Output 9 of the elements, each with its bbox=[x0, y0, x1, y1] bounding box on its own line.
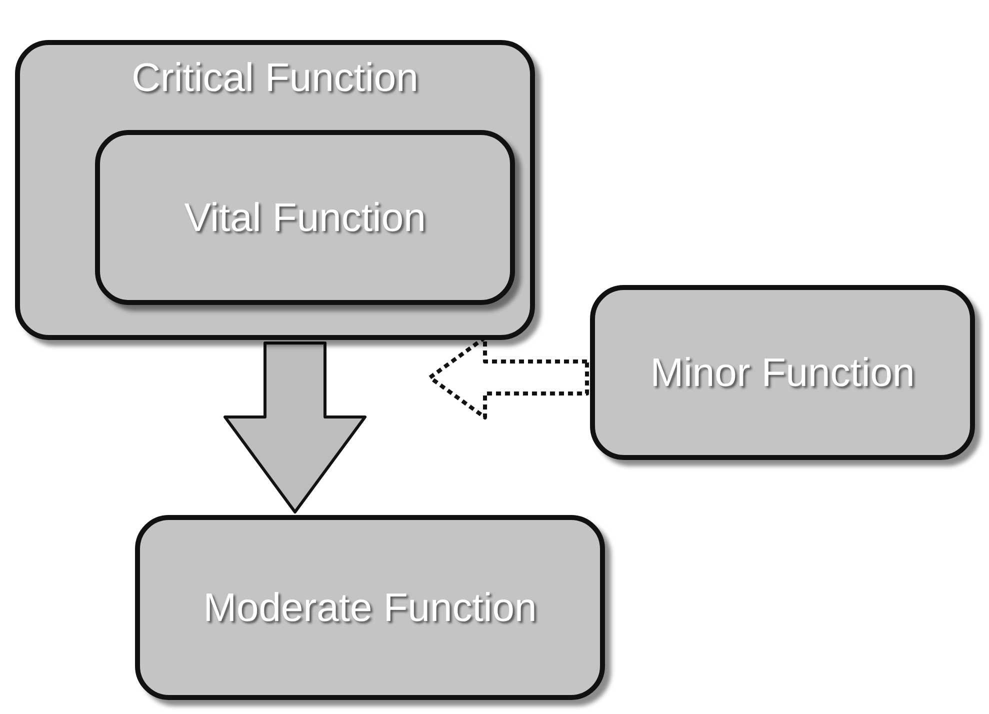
container-box bbox=[15, 40, 535, 340]
node-label: Vital Function bbox=[183, 194, 427, 240]
process-box bbox=[95, 130, 515, 305]
block-arrow bbox=[224, 342, 366, 514]
node-label: Minor Function bbox=[649, 350, 916, 396]
node-label: Moderate Function bbox=[202, 584, 538, 630]
process-box bbox=[590, 285, 975, 460]
node-label: Critical Function bbox=[130, 55, 420, 101]
process-box bbox=[135, 515, 605, 700]
